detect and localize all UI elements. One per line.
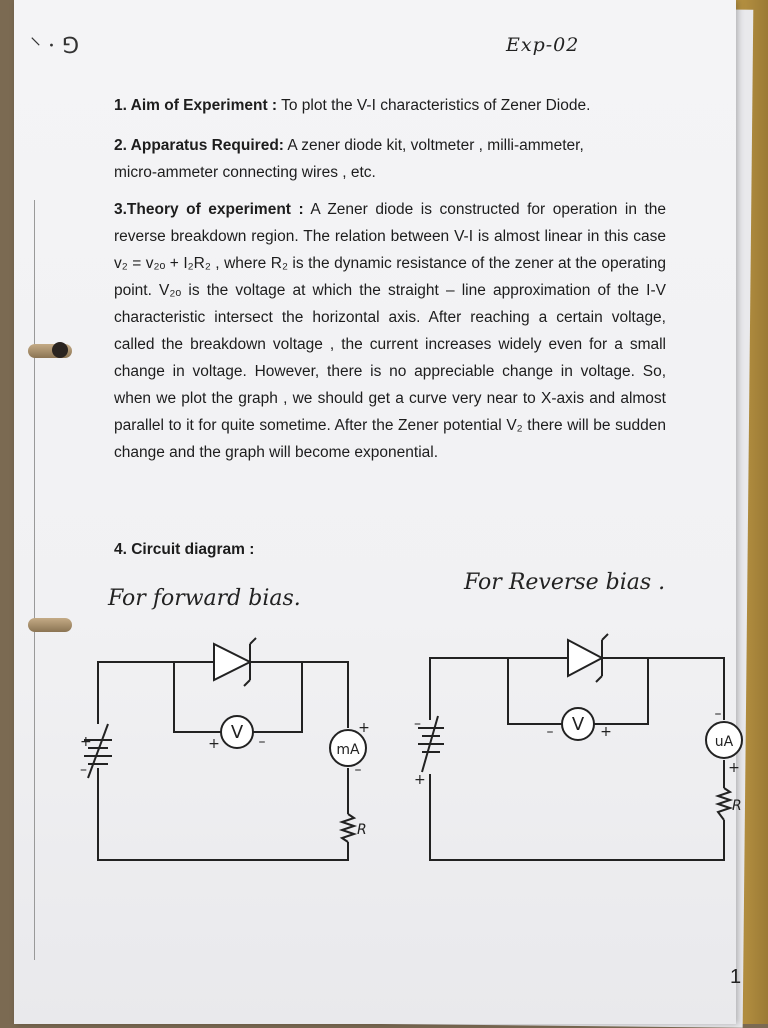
binder-hole-dot [52, 342, 68, 358]
reverse-bias-circuit: V – + uA – + R – + [414, 633, 743, 861]
margin-scribble: ⸌ · ⅁ [30, 34, 80, 59]
svg-text:–: – [414, 716, 421, 732]
microammeter: uA – + [705, 706, 743, 776]
page-number: 1 [730, 966, 742, 988]
resistor-label-forward: R [357, 822, 367, 838]
zener-diode-reverse [567, 633, 609, 683]
milliammeter: mA + – [329, 720, 370, 778]
header-note: Exp-02 [506, 34, 580, 56]
circuit-label: 4. Circuit diagram : [114, 541, 255, 558]
zener-diode-forward [213, 637, 257, 687]
binder-hole [28, 618, 72, 632]
svg-text:–: – [547, 724, 554, 740]
svg-text:+: + [358, 720, 370, 736]
voltmeter-reverse: V – + [547, 707, 612, 741]
forward-bias-title: For forward bias. [108, 586, 301, 611]
svg-text:+: + [80, 734, 92, 750]
svg-text:–: – [259, 734, 266, 750]
svg-text:+: + [208, 736, 220, 752]
svg-text:V: V [572, 714, 585, 735]
document-page: ⸌ · ⅁ Exp-02 1. Aim of Experiment : To p… [14, 0, 743, 1024]
aim-paragraph: 1. Aim of Experiment : To plot the V-I c… [114, 92, 674, 119]
circuit-heading: 4. Circuit diagram : [114, 536, 674, 563]
forward-bias-circuit: V + – mA + – R + – [80, 637, 370, 861]
theory-label: 3.Theory of experiment : [114, 201, 304, 218]
svg-text:+: + [728, 760, 740, 776]
apparatus-text-2: micro-ammeter connecting wires , etc. [114, 164, 376, 181]
svg-text:–: – [355, 762, 362, 778]
theory-paragraph: 3.Theory of experiment : A Zener diode i… [114, 196, 666, 466]
svg-text:+: + [600, 724, 612, 740]
svg-text:–: – [715, 706, 722, 722]
aim-label: 1. Aim of Experiment : [114, 97, 278, 114]
apparatus-label: 2. Apparatus Required: [114, 137, 284, 154]
voltmeter-label: V [231, 722, 244, 743]
resistor-label-reverse: R [732, 798, 742, 814]
margin-line [34, 200, 35, 960]
reverse-bias-title: For Reverse bias . [464, 570, 666, 595]
svg-text:–: – [80, 762, 87, 778]
theory-text: A Zener diode is constructed for operati… [114, 201, 666, 461]
apparatus-text: A zener diode kit, voltmeter , milli-amm… [283, 137, 584, 154]
aim-text: To plot the V-I characteristics of Zener… [277, 97, 591, 114]
microammeter-label: uA [715, 734, 734, 750]
voltmeter-forward: V + – [208, 715, 266, 752]
apparatus-paragraph: 2. Apparatus Required: A zener diode kit… [114, 132, 674, 186]
svg-text:+: + [414, 772, 426, 788]
milliammeter-label: mA [336, 742, 360, 758]
